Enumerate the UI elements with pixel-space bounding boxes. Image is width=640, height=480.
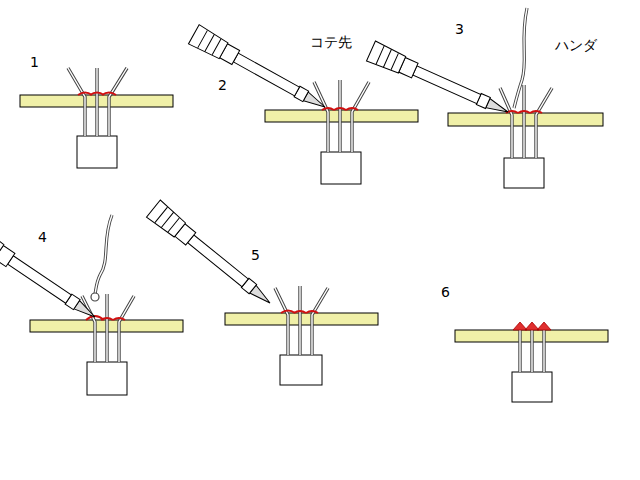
step-number: 1 — [30, 55, 39, 69]
panel-6 — [455, 322, 608, 402]
part-label: コテ先 — [310, 35, 352, 49]
panel-4 — [0, 215, 183, 395]
step-number: 6 — [441, 285, 450, 299]
panel-3 — [366, 8, 603, 188]
step-number: 3 — [455, 22, 464, 36]
part-label: ハンダ — [555, 38, 597, 52]
panel-1 — [20, 68, 173, 168]
panel-5 — [147, 200, 378, 385]
step-number: 5 — [251, 248, 260, 262]
step-number: 2 — [218, 78, 227, 92]
step-number: 4 — [38, 230, 47, 244]
